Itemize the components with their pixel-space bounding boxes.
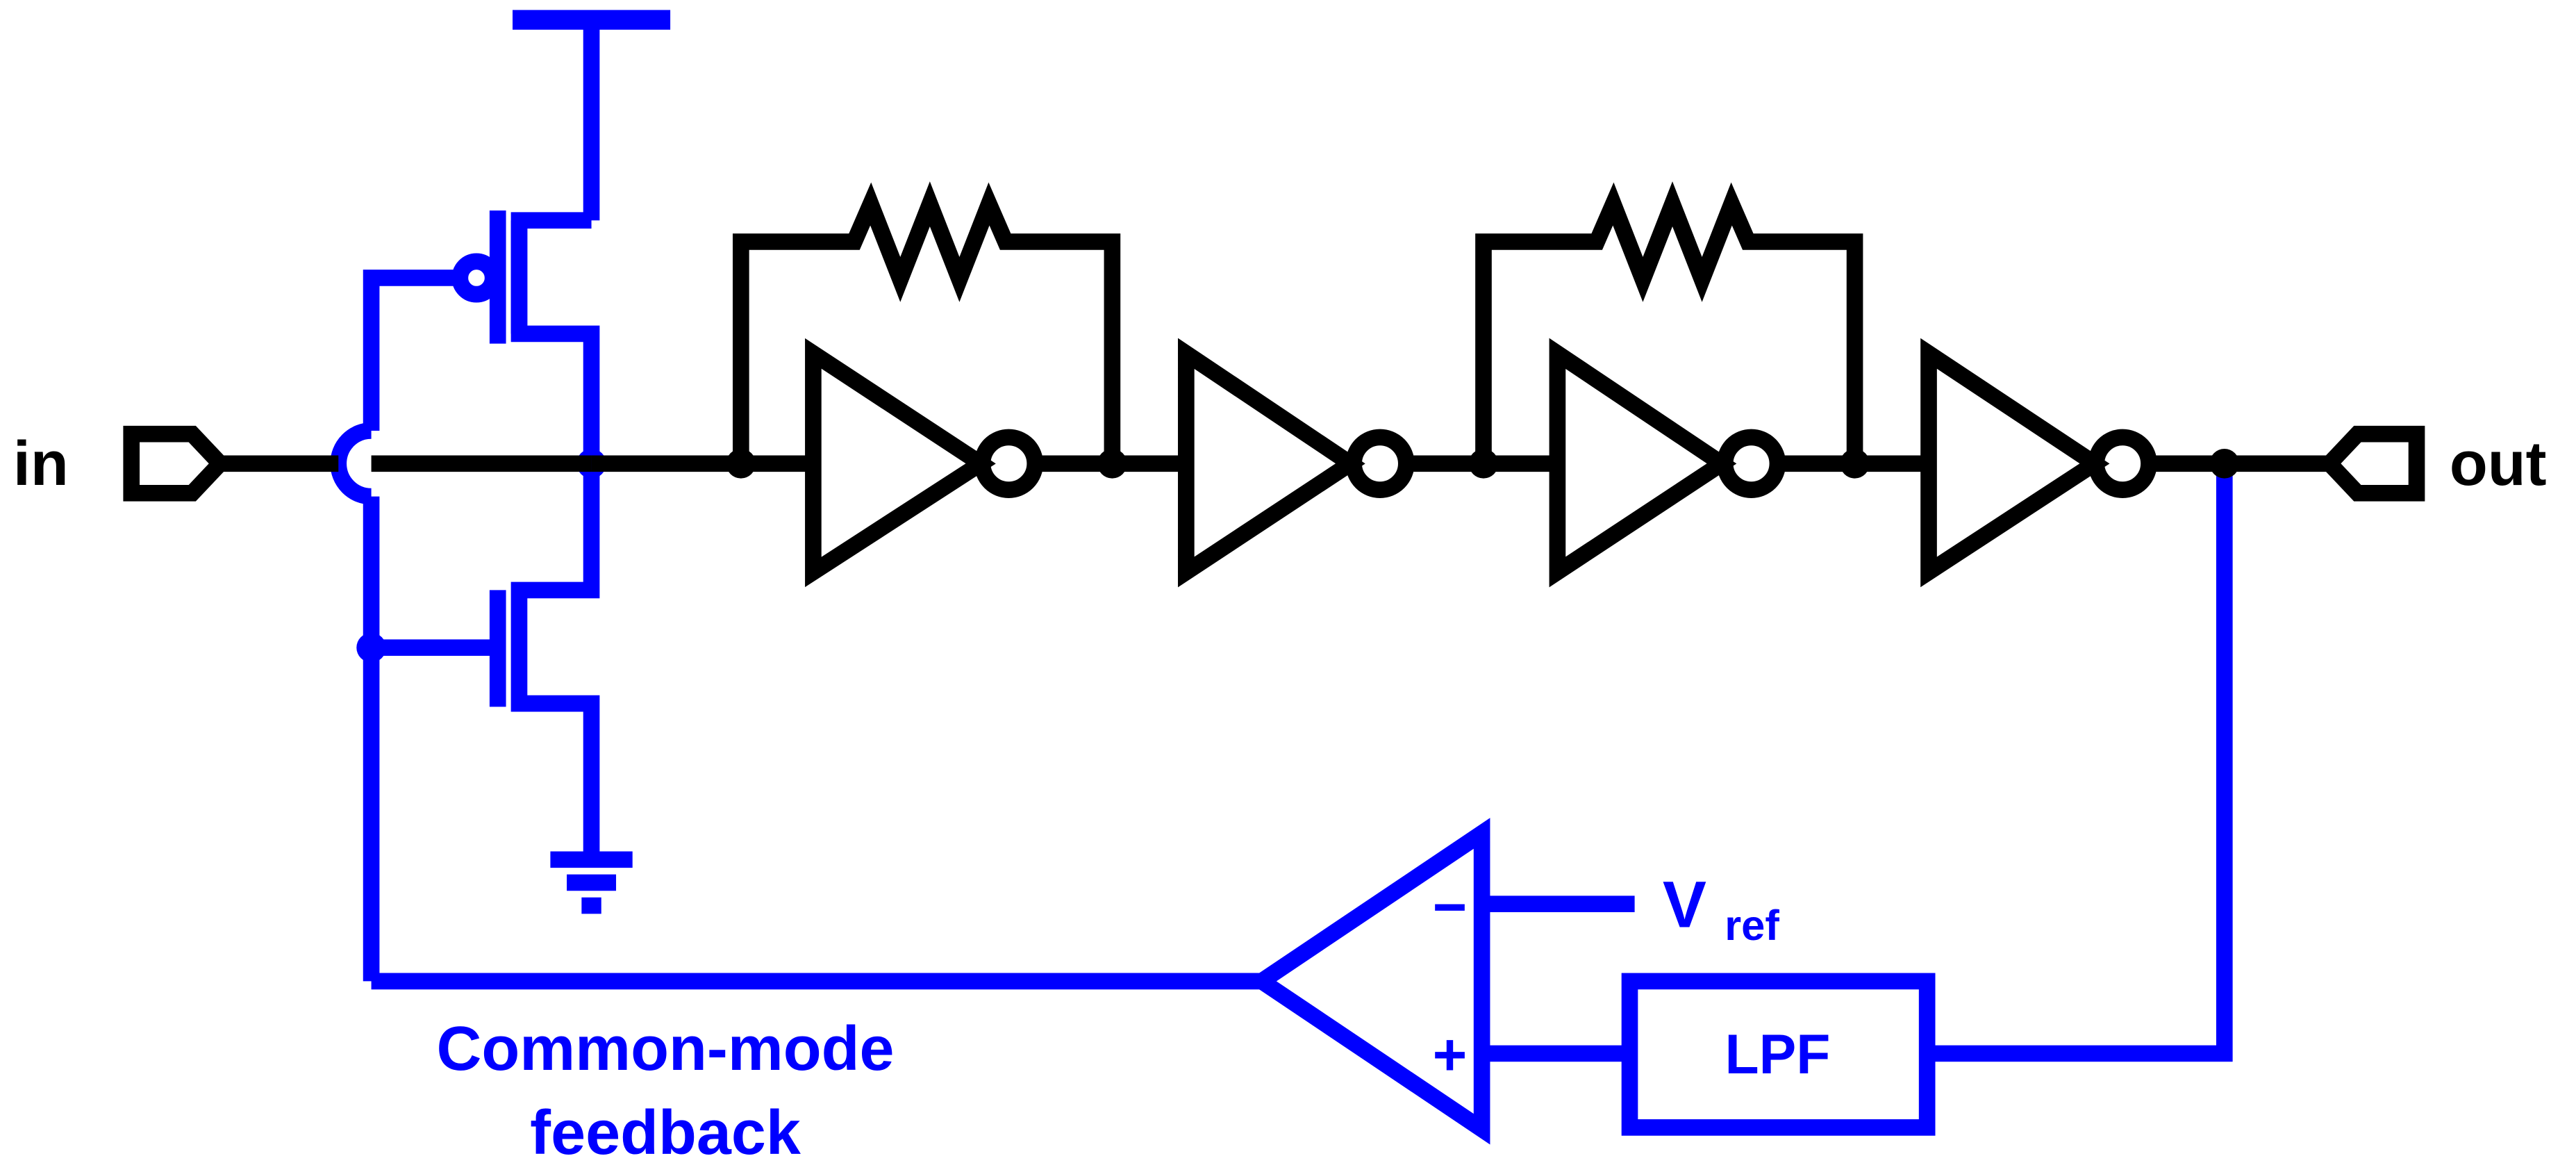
pmos-gate-bubble	[451, 253, 501, 303]
amp-minus-sign: −	[1433, 874, 1468, 940]
output-sense-wire	[1927, 463, 2233, 1062]
output-junction-dot	[2209, 448, 2240, 479]
junction-dot-3	[1468, 448, 1499, 479]
vref-label: V ref	[1663, 868, 1780, 950]
wire-crossover-hop	[330, 422, 372, 505]
pmos-gate-wire	[363, 270, 460, 431]
vref-subscript: ref	[1725, 902, 1779, 950]
pmos-drain-source	[510, 212, 600, 464]
inverter-1-bubble	[974, 429, 1044, 498]
resistor-2	[1475, 181, 1863, 464]
lpf-label: LPF	[1725, 1023, 1830, 1086]
inverter-3	[1549, 338, 1737, 588]
bias-junction-dot	[356, 632, 386, 663]
inverter-4	[1920, 338, 2110, 588]
feedback-caption-line2: feedback	[530, 1098, 801, 1168]
inverter-1	[805, 338, 996, 588]
inverter-3-bubble	[1716, 429, 1786, 498]
inverter-4-bubble	[2088, 429, 2157, 498]
signal-path	[123, 181, 2425, 588]
input-label: in	[13, 429, 69, 499]
output-port[interactable]	[2318, 425, 2425, 502]
input-port[interactable]	[123, 425, 232, 502]
inverter-2-bubble	[1345, 429, 1415, 498]
resistor-1	[732, 181, 1121, 464]
nmos-drain-source	[510, 463, 600, 855]
amp-plus-sign: +	[1433, 1022, 1468, 1088]
feedback-caption-line1: Common-mode	[436, 1014, 894, 1084]
output-label: out	[2450, 429, 2547, 499]
cmfb-network	[330, 10, 2233, 1145]
inverter-2	[1178, 338, 1365, 588]
error-amplifier	[1247, 818, 1490, 1145]
junction-dot-1	[726, 448, 756, 479]
vref-main: V	[1663, 868, 1706, 941]
junction-dot-2	[1097, 448, 1127, 479]
junction-dot-4	[1840, 448, 1870, 479]
